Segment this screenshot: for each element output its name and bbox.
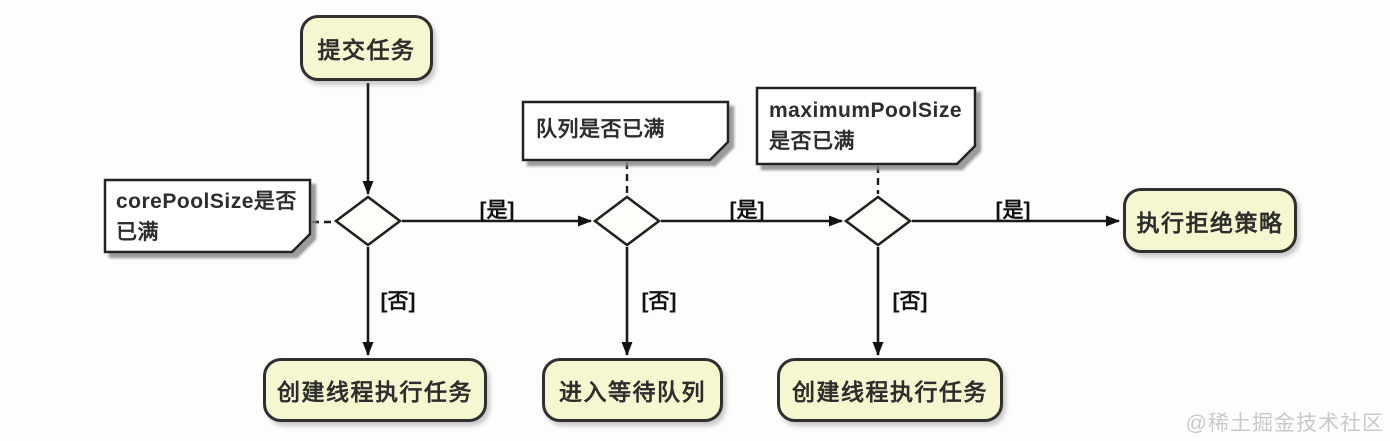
decision-diamond-maximumpoolsize (843, 195, 913, 247)
note-corepoolsize-text: corePoolSize是否已满 (116, 190, 297, 244)
edge-label-no-3: [否] (892, 290, 928, 313)
edge-label-yes-3: [是] (995, 199, 1031, 222)
note-shape-maximumpoolsize (755, 86, 977, 166)
note-shape-queue (521, 100, 730, 162)
edge-label-no-2: [否] (641, 290, 677, 313)
edge-label-no-1: [否] (380, 290, 416, 313)
decision-diamond-queue (592, 195, 662, 247)
note-queue-text: 队列是否已满 (536, 118, 665, 141)
watermark-juejin: @稀土掘金技术社区 (1185, 412, 1384, 435)
end-node-enter-queue: 进入等待队列 (542, 358, 723, 422)
end-node-create-thread-1: 创建线程执行任务 (263, 358, 487, 422)
note-maximumpoolsize-text: maximumPoolSize是否已满 (769, 99, 963, 153)
edge-label-yes-2: [是] (729, 199, 765, 222)
start-node-submit-task: 提交任务 (300, 15, 433, 81)
end-node-create-thread-2: 创建线程执行任务 (777, 358, 1003, 422)
end-node-reject-policy: 执行拒绝策略 (1123, 188, 1297, 253)
note-shape-corepoolsize (103, 178, 312, 254)
decision-diamond-corepoolsize (333, 195, 403, 247)
edge-label-yes-1: [是] (479, 199, 515, 222)
